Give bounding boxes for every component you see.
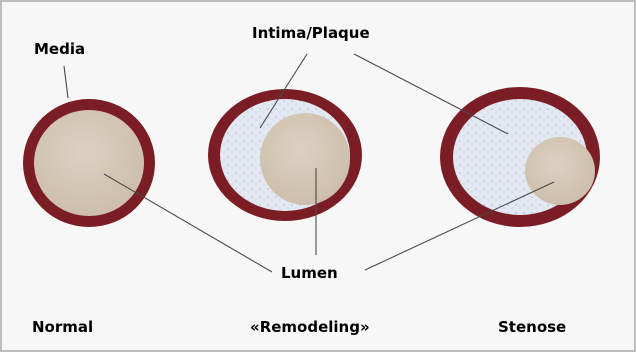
normal-caption: Normal xyxy=(32,320,93,335)
lumen-label: Lumen xyxy=(281,266,338,281)
stenose-vessel xyxy=(440,87,600,227)
stenose-caption: Stenose xyxy=(498,320,566,335)
remodeling-caption: «Remodeling» xyxy=(250,320,370,335)
media-label: Media xyxy=(34,42,85,57)
stenose-lumen xyxy=(525,137,595,205)
media-leader-line xyxy=(64,66,68,98)
intima-plaque-label: Intima/Plaque xyxy=(252,26,370,41)
normal-vessel xyxy=(23,99,155,227)
remodeling-lumen xyxy=(260,113,350,205)
remodeling-vessel xyxy=(208,89,362,221)
intima-leader-line-stenose xyxy=(354,54,508,134)
normal-lumen xyxy=(34,110,144,216)
